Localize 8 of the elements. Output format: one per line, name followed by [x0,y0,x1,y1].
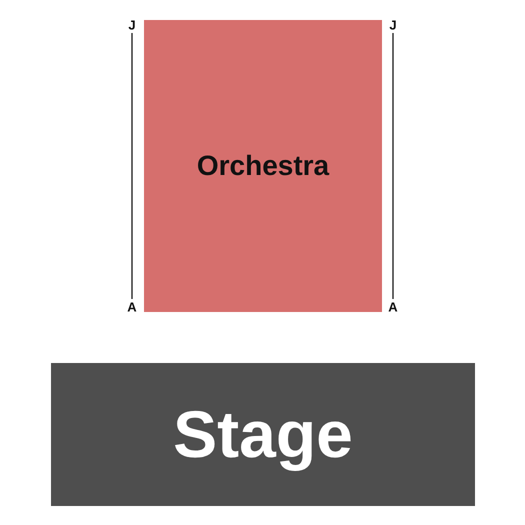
row-letter: A [388,300,398,314]
stage-area [51,363,475,506]
section-name: Orchestra [196,150,330,182]
section-name: Stage [173,396,353,472]
row-letter: J [128,18,136,32]
row-letter: A [127,300,137,314]
seating-section [144,20,382,312]
row-letter: J [389,18,397,32]
